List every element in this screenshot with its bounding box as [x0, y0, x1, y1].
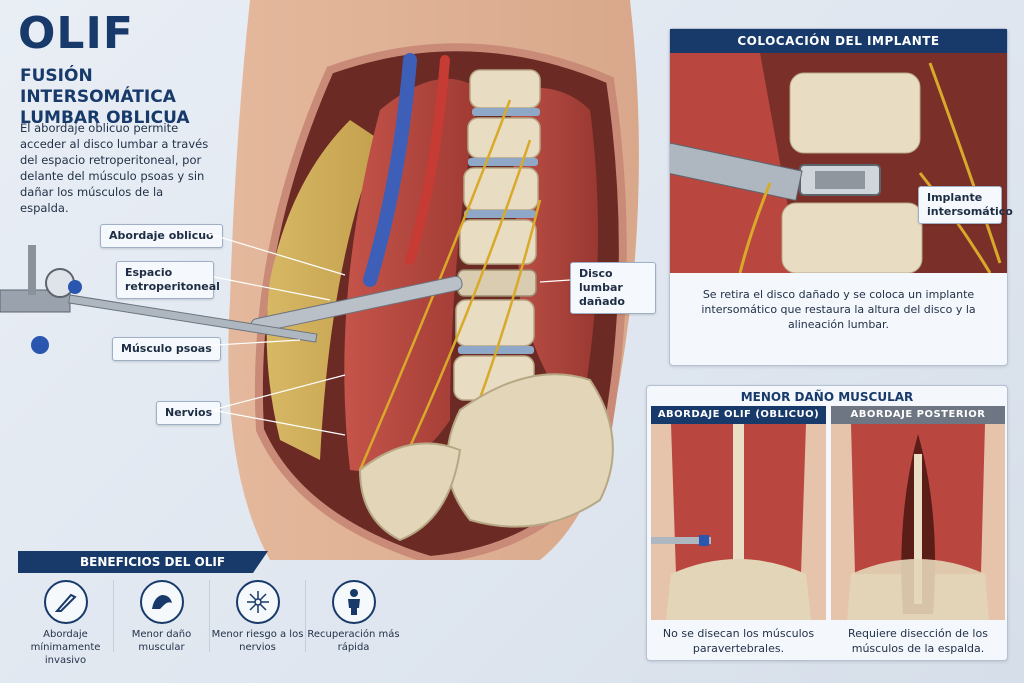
implant-illustration	[670, 53, 1007, 273]
posterior-column-head: ABORDAJE POSTERIOR	[831, 406, 1005, 424]
benefit-item: Abordaje mínimamente invasivo	[18, 580, 113, 667]
posterior-column: ABORDAJE POSTERIOR Requiere disección de…	[831, 406, 1005, 656]
scalpel-icon	[43, 580, 88, 624]
benefit-divider	[113, 580, 114, 652]
posterior-column-text: Requiere disección de los músculos de la…	[848, 627, 988, 655]
page-title: OLIF	[18, 8, 134, 59]
nerve-icon	[235, 580, 280, 624]
callout-abordaje-oblicuo: Abordaje oblicuo	[100, 224, 223, 248]
intro-text: El abordaje oblicuo permite acceder al d…	[20, 121, 209, 215]
muscle-arm-icon	[139, 580, 184, 624]
person-icon	[331, 580, 376, 624]
muscle-panel-title: MENOR DAÑO MUSCULAR	[740, 390, 914, 404]
olif-column-text: No se disecan los músculos paravertebral…	[662, 627, 815, 655]
benefit-label: Menor daño muscular	[131, 629, 192, 653]
benefit-divider	[209, 580, 210, 652]
benefit-item: Menor riesgo a los nervios	[210, 580, 305, 654]
page-subtitle: FUSIÓN INTERSOMÁTICA LUMBAR OBLICUA	[20, 66, 190, 128]
olif-column: ABORDAJE OLIF (OBLICUO) No se disecan lo…	[651, 406, 826, 656]
implant-panel: COLOCACIÓN DEL IMPLANTE Implante interso…	[669, 28, 1013, 366]
benefit-item: Menor daño muscular	[114, 580, 209, 654]
callout-disco-lumbar: Disco lumbar dañado	[570, 262, 656, 314]
benefit-item: Recuperación más rápida	[306, 580, 401, 654]
muscle-panel: MENOR DAÑO MUSCULAR ABORDAJE OLIF (OBLIC…	[646, 385, 1008, 661]
benefits-title: BENEFICIOS DEL OLIF	[18, 551, 268, 573]
benefit-label: Recuperación más rápida	[307, 629, 400, 653]
olif-column-head: ABORDAJE OLIF (OBLICUO)	[651, 406, 826, 424]
posterior-back-illustration	[831, 424, 1005, 620]
callout-implante: Implante intersomático	[918, 186, 1013, 224]
implant-panel-title: COLOCACIÓN DEL IMPLANTE	[670, 29, 1007, 53]
benefit-divider	[305, 580, 306, 652]
callout-musculo-psoas: Músculo psoas	[112, 337, 221, 361]
callout-nervios: Nervios	[156, 401, 222, 425]
benefits-list: Abordaje mínimamente invasivo Menor daño…	[18, 580, 418, 667]
surgical-instrument	[0, 245, 318, 354]
benefit-label: Menor riesgo a los nervios	[211, 629, 304, 653]
benefit-label: Abordaje mínimamente invasivo	[30, 629, 101, 666]
callout-espacio-retroperitoneal: Espacio retroperitoneal	[116, 261, 220, 299]
implant-panel-text: Se retira el disco dañado y se coloca un…	[701, 288, 976, 331]
olif-back-illustration	[651, 424, 826, 620]
